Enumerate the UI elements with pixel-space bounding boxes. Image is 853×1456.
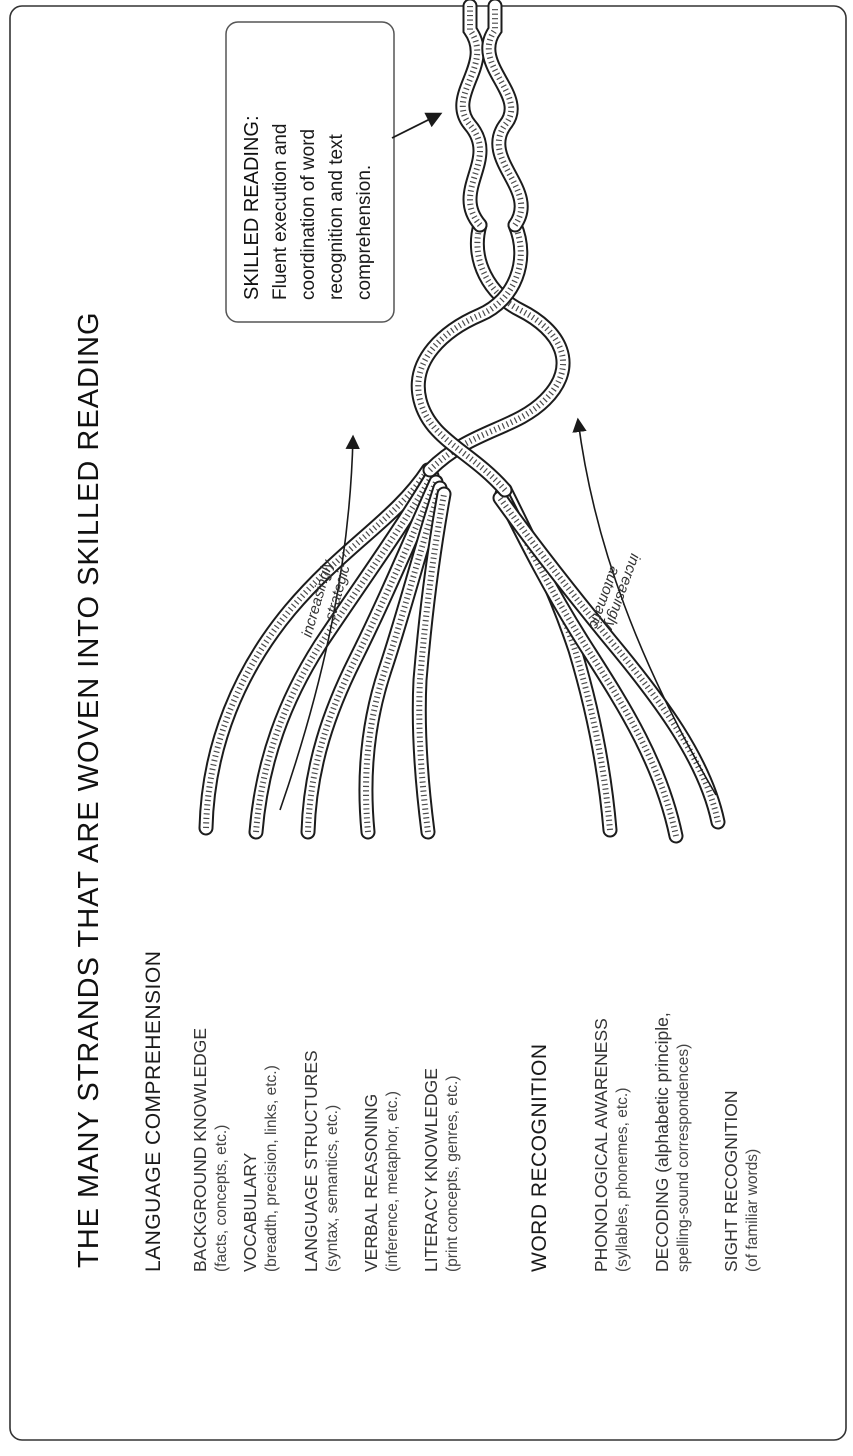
braided-strand: [463, 6, 480, 225]
wr-item-phonological-awareness: PHONOLOGICAL AWARENESS: [591, 1018, 611, 1272]
lc-detail-language-structures: (syntax, semantics, etc.): [324, 1105, 341, 1272]
lc-strand: [256, 476, 432, 832]
wr-item-sight-recognition: SIGHT RECOGNITION: [721, 1091, 741, 1273]
lc-item-literacy-knowledge: LITERACY KNOWLEDGE: [421, 1068, 441, 1272]
wr-detail-sight-recognition: (of familiar words): [744, 1149, 761, 1272]
diagram-title: THE MANY STRANDS THAT ARE WOVEN INTO SKI…: [73, 311, 105, 1268]
callout-line4: comprehension.: [354, 165, 375, 300]
callout-line2: coordination of word: [298, 129, 319, 300]
lc-detail-vocabulary: (breadth, precision, links, etc.): [263, 1065, 280, 1272]
lc-detail-verbal-reasoning: (inference, metaphor, etc.): [384, 1091, 401, 1272]
twist-strand: [418, 225, 521, 490]
language-comprehension-heading: LANGUAGE COMPREHENSION: [142, 951, 165, 1272]
word-recognition-heading: WORD RECOGNITION: [528, 1044, 551, 1273]
word-recognition-group: WORD RECOGNITION PHONOLOGICAL AWARENESS …: [528, 1012, 761, 1272]
callout-arrow: [392, 114, 440, 138]
wr-detail-phonological-awareness: (syllables, phonemes, etc.): [614, 1088, 631, 1272]
callout-heading: SKILLED READING:: [241, 115, 263, 300]
braided-strand: [489, 6, 521, 225]
lc-detail-background-knowledge: (facts, concepts, etc.): [213, 1125, 230, 1272]
wr-detail-decoding: spelling-sound correspondences): [675, 1044, 692, 1272]
lc-item-verbal-reasoning: VERBAL REASONING: [361, 1094, 381, 1272]
wr-item-decoding: DECODING (alphabetic principle,: [652, 1012, 672, 1272]
callout-line3: recognition and text: [326, 133, 347, 300]
callout-line1: Fluent execution and: [270, 124, 291, 300]
language-comprehension-group: LANGUAGE COMPREHENSION BACKGROUND KNOWLE…: [142, 951, 461, 1272]
lc-item-background-knowledge: BACKGROUND KNOWLEDGE: [190, 1028, 210, 1272]
skilled-reading-callout: SKILLED READING: Fluent execution and co…: [226, 22, 440, 322]
lc-detail-literacy-knowledge: (print concepts, genres, etc.): [444, 1076, 461, 1272]
lc-item-vocabulary: VOCABULARY: [240, 1152, 260, 1272]
lc-item-language-structures: LANGUAGE STRUCTURES: [301, 1050, 321, 1272]
